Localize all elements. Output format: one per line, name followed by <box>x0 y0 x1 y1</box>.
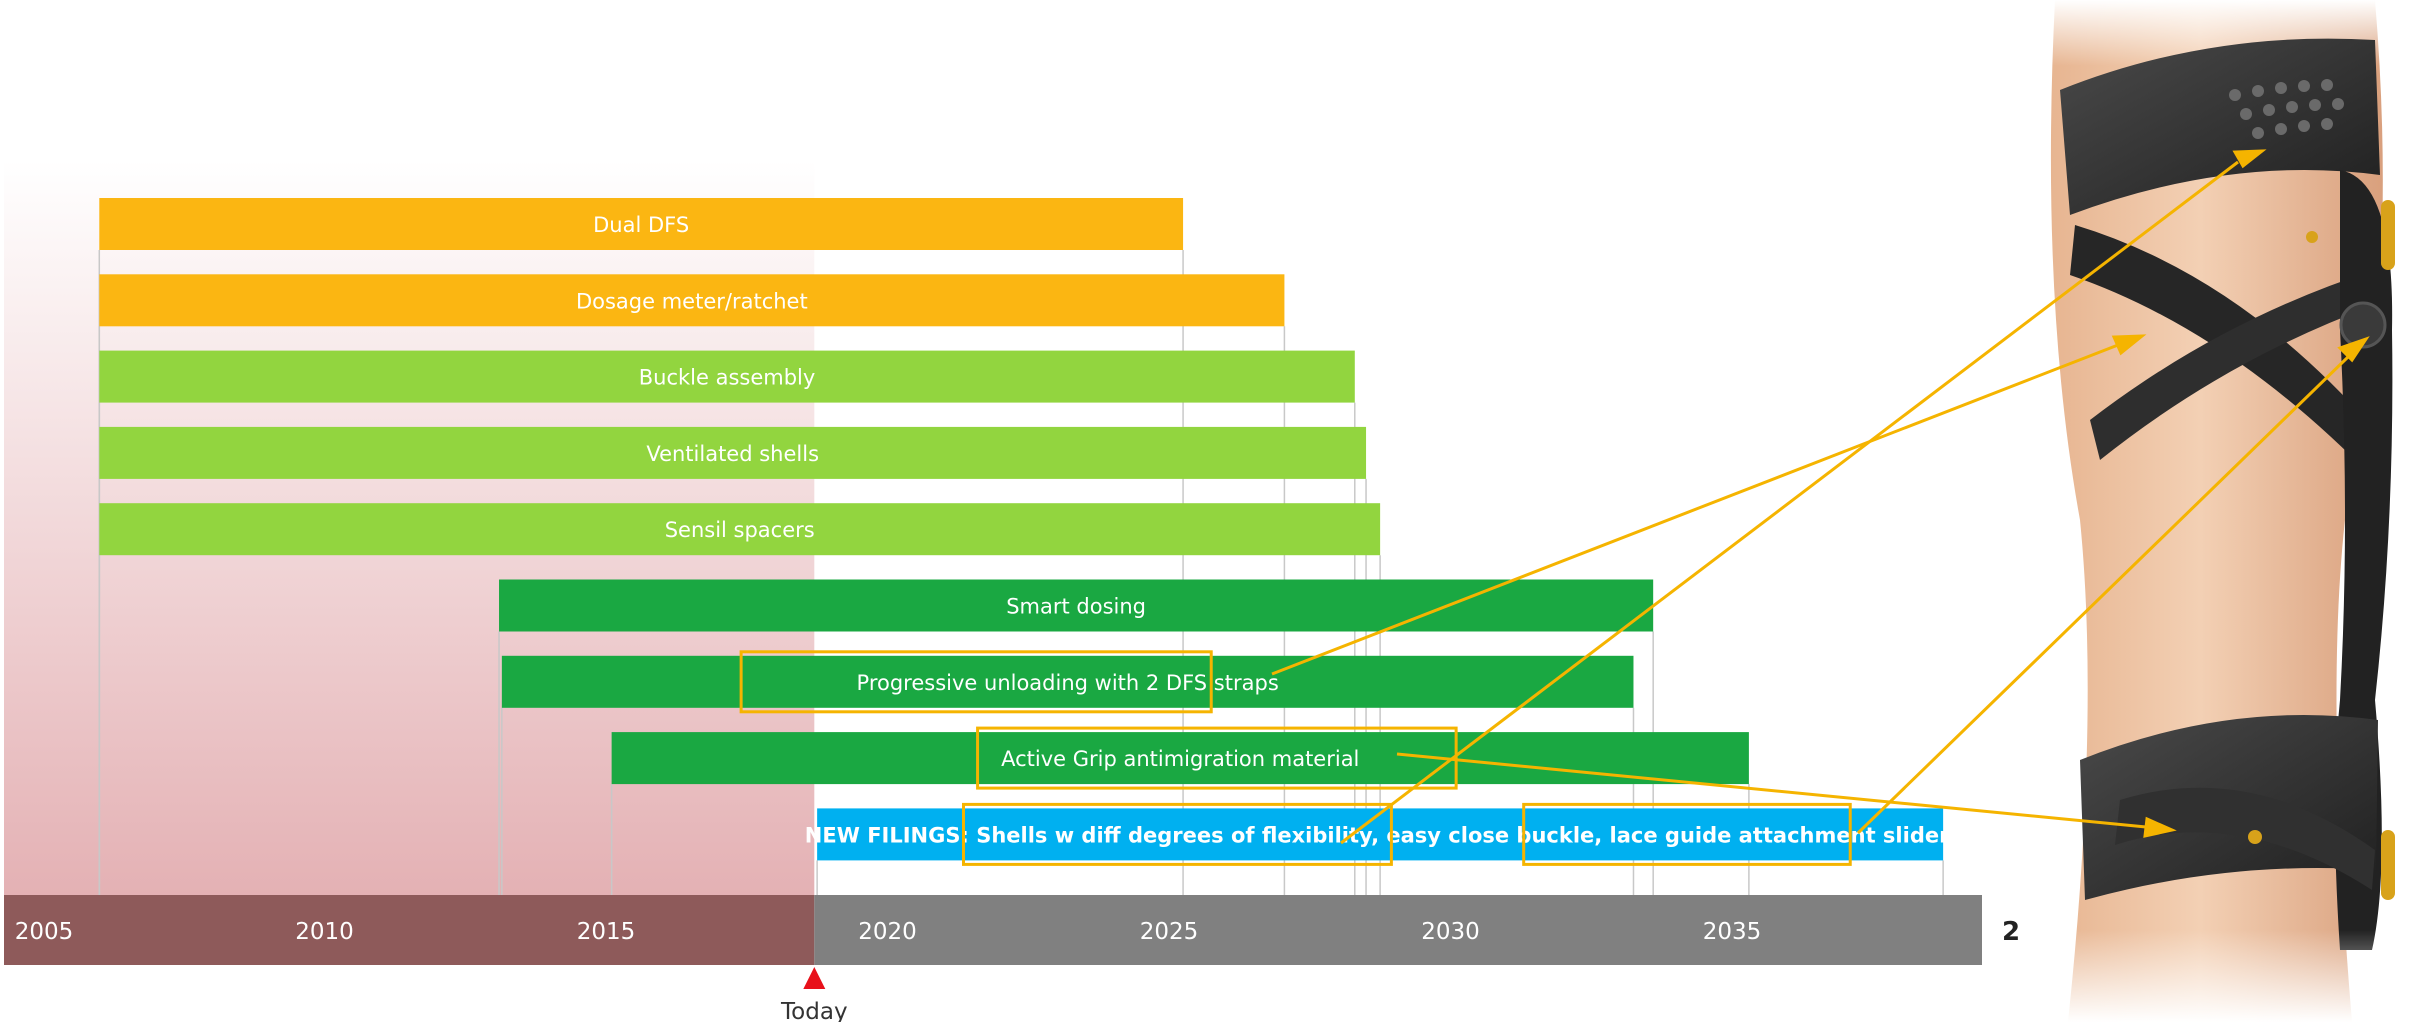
bar-dual-dfs: Dual DFS <box>99 198 1184 250</box>
bar-sensil-spacers: Sensil spacers <box>99 503 1381 556</box>
bar-rect <box>99 426 1367 479</box>
bar-series: Dual DFS Dosage meter/ratchet Buckle ass… <box>99 198 1950 861</box>
tick-label-2030: 2030 <box>1421 919 1480 945</box>
tick-label-2005: 2005 <box>15 919 74 945</box>
knee-brace-image <box>2040 0 2395 1022</box>
tick-label-truncated: 2 <box>2002 917 2020 947</box>
highlight-box <box>1522 802 1852 866</box>
bar-rect <box>99 198 1184 250</box>
highlight-box <box>976 726 1458 790</box>
bar-ventilated-shells: Ventilated shells <box>99 426 1367 479</box>
bar-label-buckle-assembly: Buckle assembly <box>639 366 816 390</box>
bar-label-dual-dfs: Dual DFS <box>593 213 689 237</box>
tick-label-2010: 2010 <box>295 919 354 945</box>
tick-label-2035: 2035 <box>1703 919 1762 945</box>
bar-rect <box>499 579 1654 632</box>
today-label: Today <box>780 999 848 1022</box>
bar-active-grip: Active Grip antimigration material <box>611 732 1749 785</box>
today-triangle-icon <box>803 967 826 989</box>
bar-rect <box>99 350 1355 403</box>
timeline-axis: 2005 2010 2015 2020 2025 2030 2035 2 <box>4 895 2020 965</box>
tick-label-2025: 2025 <box>1140 919 1199 945</box>
callout-arrow-active-grip <box>1396 752 2177 838</box>
bar-label-new-filings: NEW FILINGS: Shells w diff degrees of fl… <box>805 823 1950 847</box>
callout-arrow-dfs-strap <box>1271 334 2147 676</box>
bar-dosage-meter-ratchet: Dosage meter/ratchet <box>99 274 1285 327</box>
tick-label-2020: 2020 <box>858 919 917 945</box>
bar-label-dosage-meter: Dosage meter/ratchet <box>576 289 808 313</box>
bar-rect <box>99 503 1381 556</box>
bar-new-filings: NEW FILINGS: Shells w diff degrees of fl… <box>805 808 1950 861</box>
bar-label-sensil-spacers: Sensil spacers <box>665 518 815 542</box>
bar-buckle-assembly: Buckle assembly <box>99 350 1355 403</box>
bar-rect <box>99 274 1285 327</box>
bar-label-active-grip: Active Grip antimigration material <box>1001 747 1359 771</box>
bar-progressive-unloading: Progressive unloading with 2 DFS straps <box>501 655 1634 708</box>
bar-label-progressive-unloading: Progressive unloading with 2 DFS straps <box>857 671 1279 695</box>
bar-label-smart-dosing: Smart dosing <box>1006 595 1146 619</box>
highlight-box <box>962 802 1393 866</box>
today-marker: Today <box>780 967 848 1022</box>
highlight-box <box>739 650 1213 714</box>
bar-rect <box>817 808 1944 861</box>
bar-rect <box>501 655 1634 708</box>
callout-arrow-shell-vent <box>1340 149 2267 845</box>
callout-arrows <box>1271 149 2370 845</box>
timeline-axis-past <box>4 895 815 965</box>
callout-arrow-lace-guide <box>1856 336 2370 835</box>
bar-label-ventilated-shells: Ventilated shells <box>646 442 819 466</box>
tick-label-2015: 2015 <box>577 919 636 945</box>
bar-rect <box>611 732 1749 785</box>
highlight-boxes <box>739 650 1852 866</box>
bar-smart-dosing: Smart dosing <box>499 579 1654 632</box>
timeline-axis-future <box>814 895 1982 965</box>
